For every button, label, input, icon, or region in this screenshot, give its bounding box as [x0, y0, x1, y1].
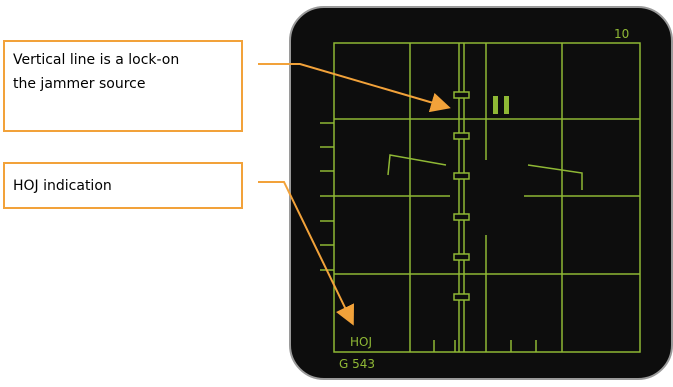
radar-display [289, 6, 673, 380]
strobe-markers [453, 91, 470, 301]
azimuth-ticks [433, 340, 537, 352]
elevation-ticks [320, 122, 334, 271]
callout-arrows [258, 63, 451, 326]
callout-lock-on-line2: the jammer source [13, 76, 146, 92]
range-scale-label: 10 [614, 27, 629, 41]
callout-lock-on-line1: Vertical line is a lock-on [13, 52, 180, 68]
callout-hoj-text: HOJ indication [13, 178, 112, 194]
attitude-bars [387, 154, 583, 190]
target-symbol [493, 96, 509, 114]
callout-hoj: HOJ indication [3, 162, 243, 209]
callout-lock-on: Vertical line is a lock-on the jammer so… [3, 40, 243, 132]
radar-grid [333, 42, 641, 353]
readout-label: G 543 [339, 357, 375, 371]
lock-on-arrow [258, 63, 451, 113]
hoj-arrow [258, 181, 355, 326]
hoj-indication-label: HOJ [350, 335, 372, 349]
